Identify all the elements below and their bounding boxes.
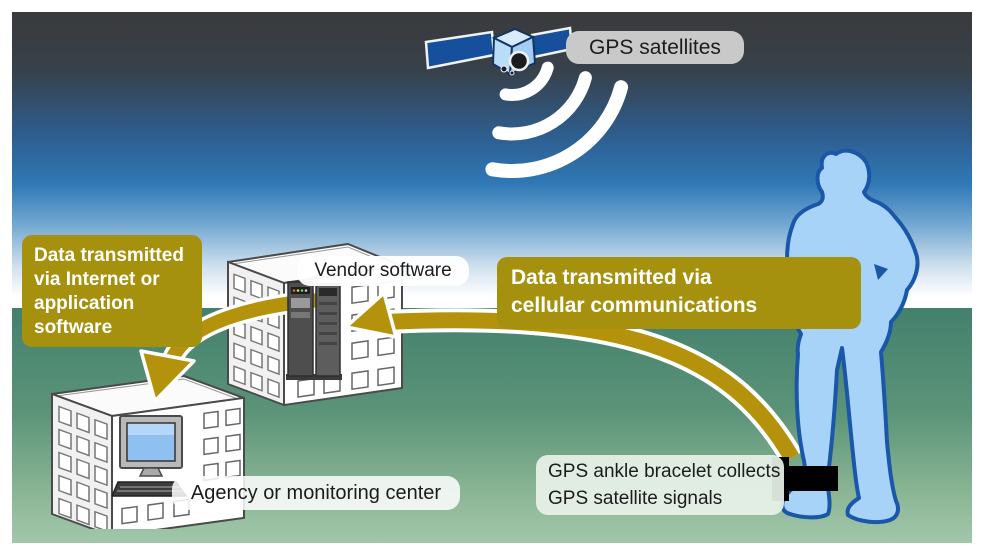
internet-transmission-callout: Data transmitted via Internet or applica… <box>22 235 202 347</box>
vendor-software-label: Vendor software <box>297 256 469 286</box>
cellular-transmission-callout: Data transmitted via cellular communicat… <box>497 257 861 329</box>
ankle-bracelet-label: GPS ankle bracelet collects GPS satellit… <box>536 455 784 515</box>
server-rack-icon <box>286 281 342 380</box>
gps-satellite-icon <box>424 26 574 76</box>
signal-waves-icon <box>485 61 629 178</box>
desktop-computer-icon <box>112 415 188 497</box>
gps-satellites-label: GPS satellites <box>566 31 744 64</box>
agency-center-label: Agency or monitoring center <box>172 476 460 510</box>
hand-on-hip-gap <box>874 264 888 280</box>
